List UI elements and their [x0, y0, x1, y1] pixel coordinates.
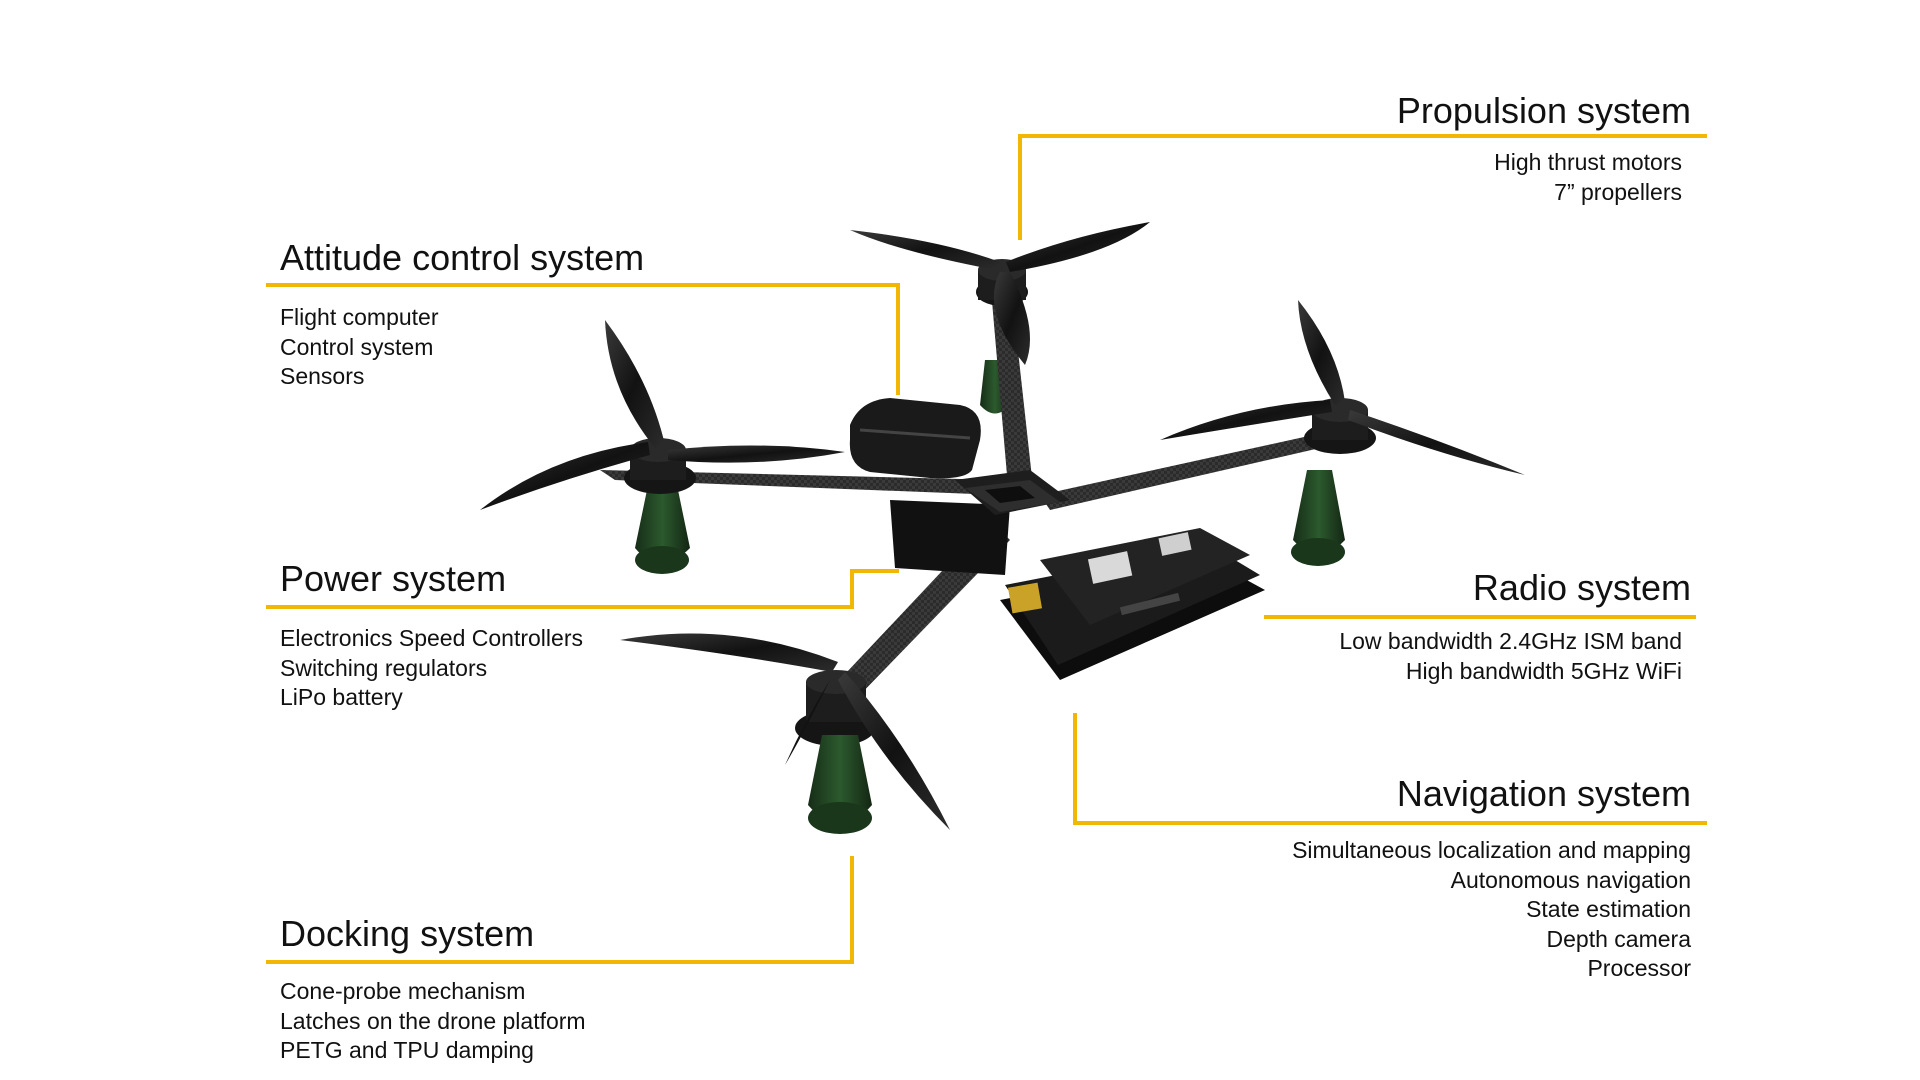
propulsion-system-title: Propulsion system: [1396, 90, 1691, 131]
leader-line-propulsion: [1018, 134, 1707, 240]
list-item: Processor: [1587, 955, 1691, 981]
list-item: PETG and TPU damping: [280, 1037, 534, 1063]
docking-system-title: Docking system: [280, 913, 535, 954]
list-item: Flight computer: [280, 304, 439, 330]
flight-controller-stack: [955, 470, 1070, 515]
list-item: Control system: [280, 333, 434, 360]
battery-block: [890, 500, 1010, 575]
list-item: LiPo battery: [280, 684, 403, 710]
docking-cone-rear-right: [1291, 470, 1345, 566]
radio-system-list: Low bandwidth 2.4GHz ISM band High bandw…: [1339, 627, 1682, 686]
motor-left: [624, 438, 696, 494]
list-item: Sensors: [280, 363, 365, 389]
list-item: Latches on the drone platform: [280, 1007, 586, 1034]
list-item: Low bandwidth 2.4GHz ISM band: [1339, 628, 1682, 654]
docking-system-list: Cone-probe mechanism Latches on the dron…: [280, 977, 586, 1066]
leader-line-docking: [266, 856, 854, 964]
attitude-system-list: Flight computer Control system Sensors: [280, 303, 439, 392]
list-item: Simultaneous localization and mapping: [1292, 837, 1691, 863]
propeller-left: [480, 320, 845, 510]
list-item: Cone-probe mechanism: [280, 978, 526, 1004]
leader-line-navigation: [1073, 713, 1707, 825]
companion-computer-board: [1000, 528, 1265, 680]
docking-cone-front: [808, 735, 872, 834]
propeller-front: [620, 633, 950, 830]
list-item: Electronics Speed Controllers: [280, 625, 583, 651]
list-item: Switching regulators: [280, 654, 488, 681]
list-item: Depth camera: [1546, 925, 1691, 952]
docking-cone-rear-left: [635, 490, 690, 574]
attitude-system-title: Attitude control system: [280, 237, 645, 278]
power-system-title: Power system: [280, 558, 507, 599]
leader-line-power: [266, 569, 899, 609]
list-item: High thrust motors: [1494, 149, 1682, 175]
list-item: State estimation: [1526, 896, 1691, 922]
leader-lines: [266, 134, 1707, 964]
list-item: High bandwidth 5GHz WiFi: [1405, 657, 1682, 684]
flight-computer-enclosure: [849, 398, 981, 479]
list-item: 7” propellers: [1554, 178, 1682, 205]
list-item: Autonomous navigation: [1450, 866, 1691, 893]
propulsion-system-list: High thrust motors 7” propellers: [1494, 148, 1682, 207]
propeller-rear-center: [850, 222, 1150, 365]
navigation-system-list: Simultaneous localization and mapping Au…: [1292, 836, 1691, 984]
power-system-list: Electronics Speed Controllers Switching …: [280, 624, 583, 713]
navigation-system-title: Navigation system: [1396, 773, 1691, 814]
propeller-right: [1160, 300, 1525, 475]
radio-system-title: Radio system: [1472, 567, 1691, 608]
leader-line-attitude: [266, 283, 900, 395]
